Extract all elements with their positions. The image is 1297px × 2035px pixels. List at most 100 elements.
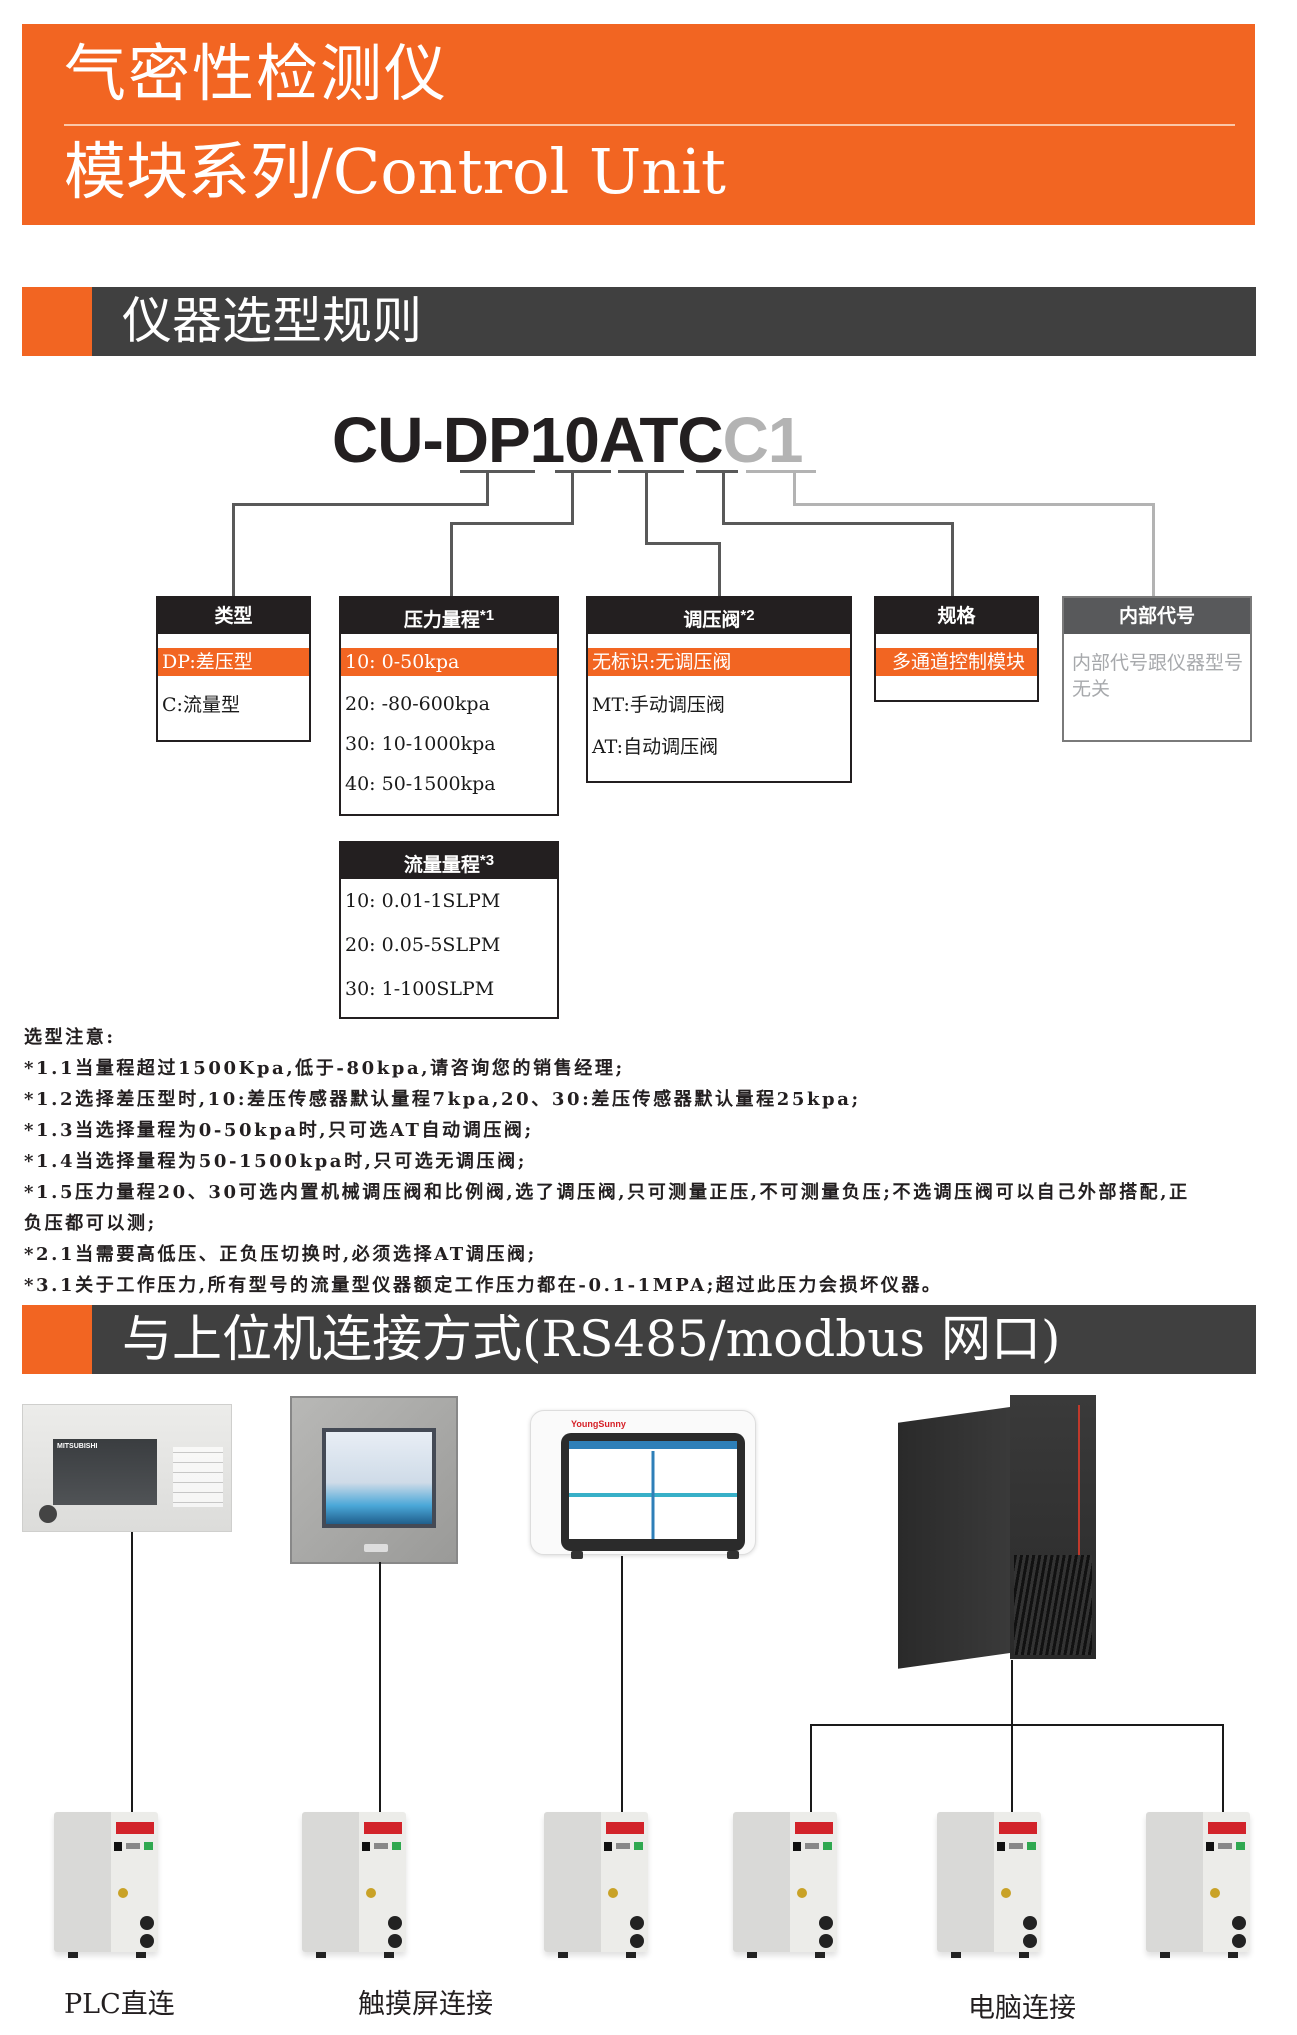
cu-body [733,1812,837,1952]
plc-image: MITSUBISHI [22,1404,232,1532]
plc-front-panel: MITSUBISHI [53,1439,157,1505]
note-item: *3.1关于工作压力,所有型号的流量型仪器额定工作压力都在-0.1-1MPA;超… [24,1275,943,1296]
cu-fitting [140,1916,154,1930]
cu-fitting [388,1934,402,1948]
label-pc: 电脑连接 [968,1993,1076,2024]
option-flow-10[interactable]: 10: 0.01-1SLPM [345,890,501,912]
cu-valve-knob [366,1888,376,1898]
box-title-text: 规格 [937,605,976,627]
model-code: CU-DP10ATCC1 [332,400,804,480]
option-range-40[interactable]: 40: 50-1500kpa [345,773,496,795]
tester-brand: YoungSunny [571,1419,626,1429]
box-title: 调压阀*2 [588,598,850,634]
connector-regulator-h [645,542,721,545]
segment-underline-type [460,470,535,473]
cu-foot [384,1952,394,1958]
cu-serial-port [374,1843,388,1849]
section-header-connection: 与上位机连接方式(RS485/modbus 网口) [22,1305,1256,1374]
box-title-text: 流量量程 [403,854,480,876]
page-title: 气密性检测仪 [64,37,449,110]
box-title: 规格 [876,598,1037,634]
footnote-marker: *2 [740,607,755,624]
cu-body [937,1812,1041,1952]
cu-foot [316,1952,326,1958]
page-subtitle: 模块系列/Control Unit [64,135,726,208]
option-box-regulator: 调压阀*2 无标识:无调压阀 MT:手动调压阀 AT:自动调压阀 [586,596,852,783]
option-dp[interactable]: DP:差压型 [158,648,309,676]
option-range-10[interactable]: 10: 0-50kpa [341,648,557,676]
option-mt[interactable]: MT:手动调压阀 [592,694,725,716]
cu-power-terminal [634,1842,643,1850]
section-title: 与上位机连接方式(RS485/modbus 网口) [122,1310,1061,1368]
cu-serial-port [805,1843,819,1849]
label-touchscreen: 触摸屏连接 [358,1989,493,2020]
cu-power-terminal [1027,1842,1036,1850]
cable-plc [131,1532,133,1814]
cu-fitting [1023,1916,1037,1930]
cu-foot [558,1952,568,1958]
cu-foot [815,1952,825,1958]
cable-pc-branch [810,1724,812,1814]
cu-power-terminal [144,1842,153,1850]
box-title-text: 压力量程 [403,609,480,631]
box-title-text: 内部代号 [1118,605,1195,627]
connector-internal-h [793,503,1155,506]
section-accent [22,287,92,356]
tester-foot [571,1551,583,1559]
note-item: *1.2选择差压型时,10:差压传感器默认量程7kpa,20、30:差压传感器默… [24,1089,861,1110]
option-box-spec: 规格 多通道控制模块 [874,596,1039,702]
cu-body [302,1812,406,1952]
note-item: *2.1当需要高低压、正负压切换时,必须选择AT调压阀; [24,1244,537,1265]
cu-valve-knob [1210,1888,1220,1898]
internal-code-note: 内部代号跟仪器型号无关 [1072,652,1244,700]
cable-touchscreen [379,1562,381,1814]
notes-heading: 选型注意: [24,1027,116,1048]
touchscreen-logo [364,1544,388,1552]
option-box-type: 类型 DP:差压型 C:流量型 [156,596,311,742]
option-box-flow-range: 流量量程*3 10: 0.01-1SLPM 20: 0.05-5SLPM 30:… [339,841,559,1019]
cable-pc-trunk [1011,1660,1013,1814]
touchscreen-display [322,1428,436,1528]
option-c[interactable]: C:流量型 [162,694,240,716]
cu-foot [951,1952,961,1958]
cu-fitting [630,1916,644,1930]
cu-serial-port [126,1843,140,1849]
option-range-30[interactable]: 30: 10-1000kpa [345,733,496,755]
cu-body [544,1812,648,1952]
model-code-main: CU-DP10ATC [332,404,724,476]
option-at[interactable]: AT:自动调压阀 [592,736,719,758]
control-unit-image [54,1812,158,1962]
connector-type-v [232,503,235,597]
connector-range-v [450,522,453,597]
tester-lcd [569,1441,737,1539]
cu-serial-port [1009,1843,1023,1849]
control-unit-image [544,1812,648,1962]
cu-power-terminal [1236,1842,1245,1850]
pc-front-panel [1010,1395,1096,1659]
cu-rj45-port [114,1842,122,1851]
segment-underline-internal [746,470,816,473]
cu-brand-label [606,1822,644,1834]
note-item: *1.3当选择量程为0-50kpa时,只可选AT自动调压阀; [24,1120,534,1141]
option-flow-30[interactable]: 30: 1-100SLPM [345,978,495,1000]
connector-range [571,472,574,524]
connector-type [486,472,489,506]
plc-port [39,1505,57,1523]
option-no-regulator[interactable]: 无标识:无调压阀 [588,648,850,676]
cu-fitting [140,1934,154,1948]
connector-spec [722,472,725,524]
cable-tester [621,1556,623,1814]
connector-regulator [645,472,648,544]
cu-fitting [819,1916,833,1930]
cu-foot [1228,1952,1238,1958]
cu-body [1146,1812,1250,1952]
segment-underline-range [555,470,611,473]
section-header-selection: 仪器选型规则 [22,287,1256,356]
option-range-20[interactable]: 20: -80-600kpa [345,693,490,715]
option-flow-20[interactable]: 20: 0.05-5SLPM [345,934,501,956]
model-code-suffix: C1 [722,404,804,476]
option-multichannel[interactable]: 多通道控制模块 [876,648,1037,676]
title-divider [64,124,1235,126]
segment-underline-spec [696,470,738,473]
cu-fitting [1023,1934,1037,1948]
